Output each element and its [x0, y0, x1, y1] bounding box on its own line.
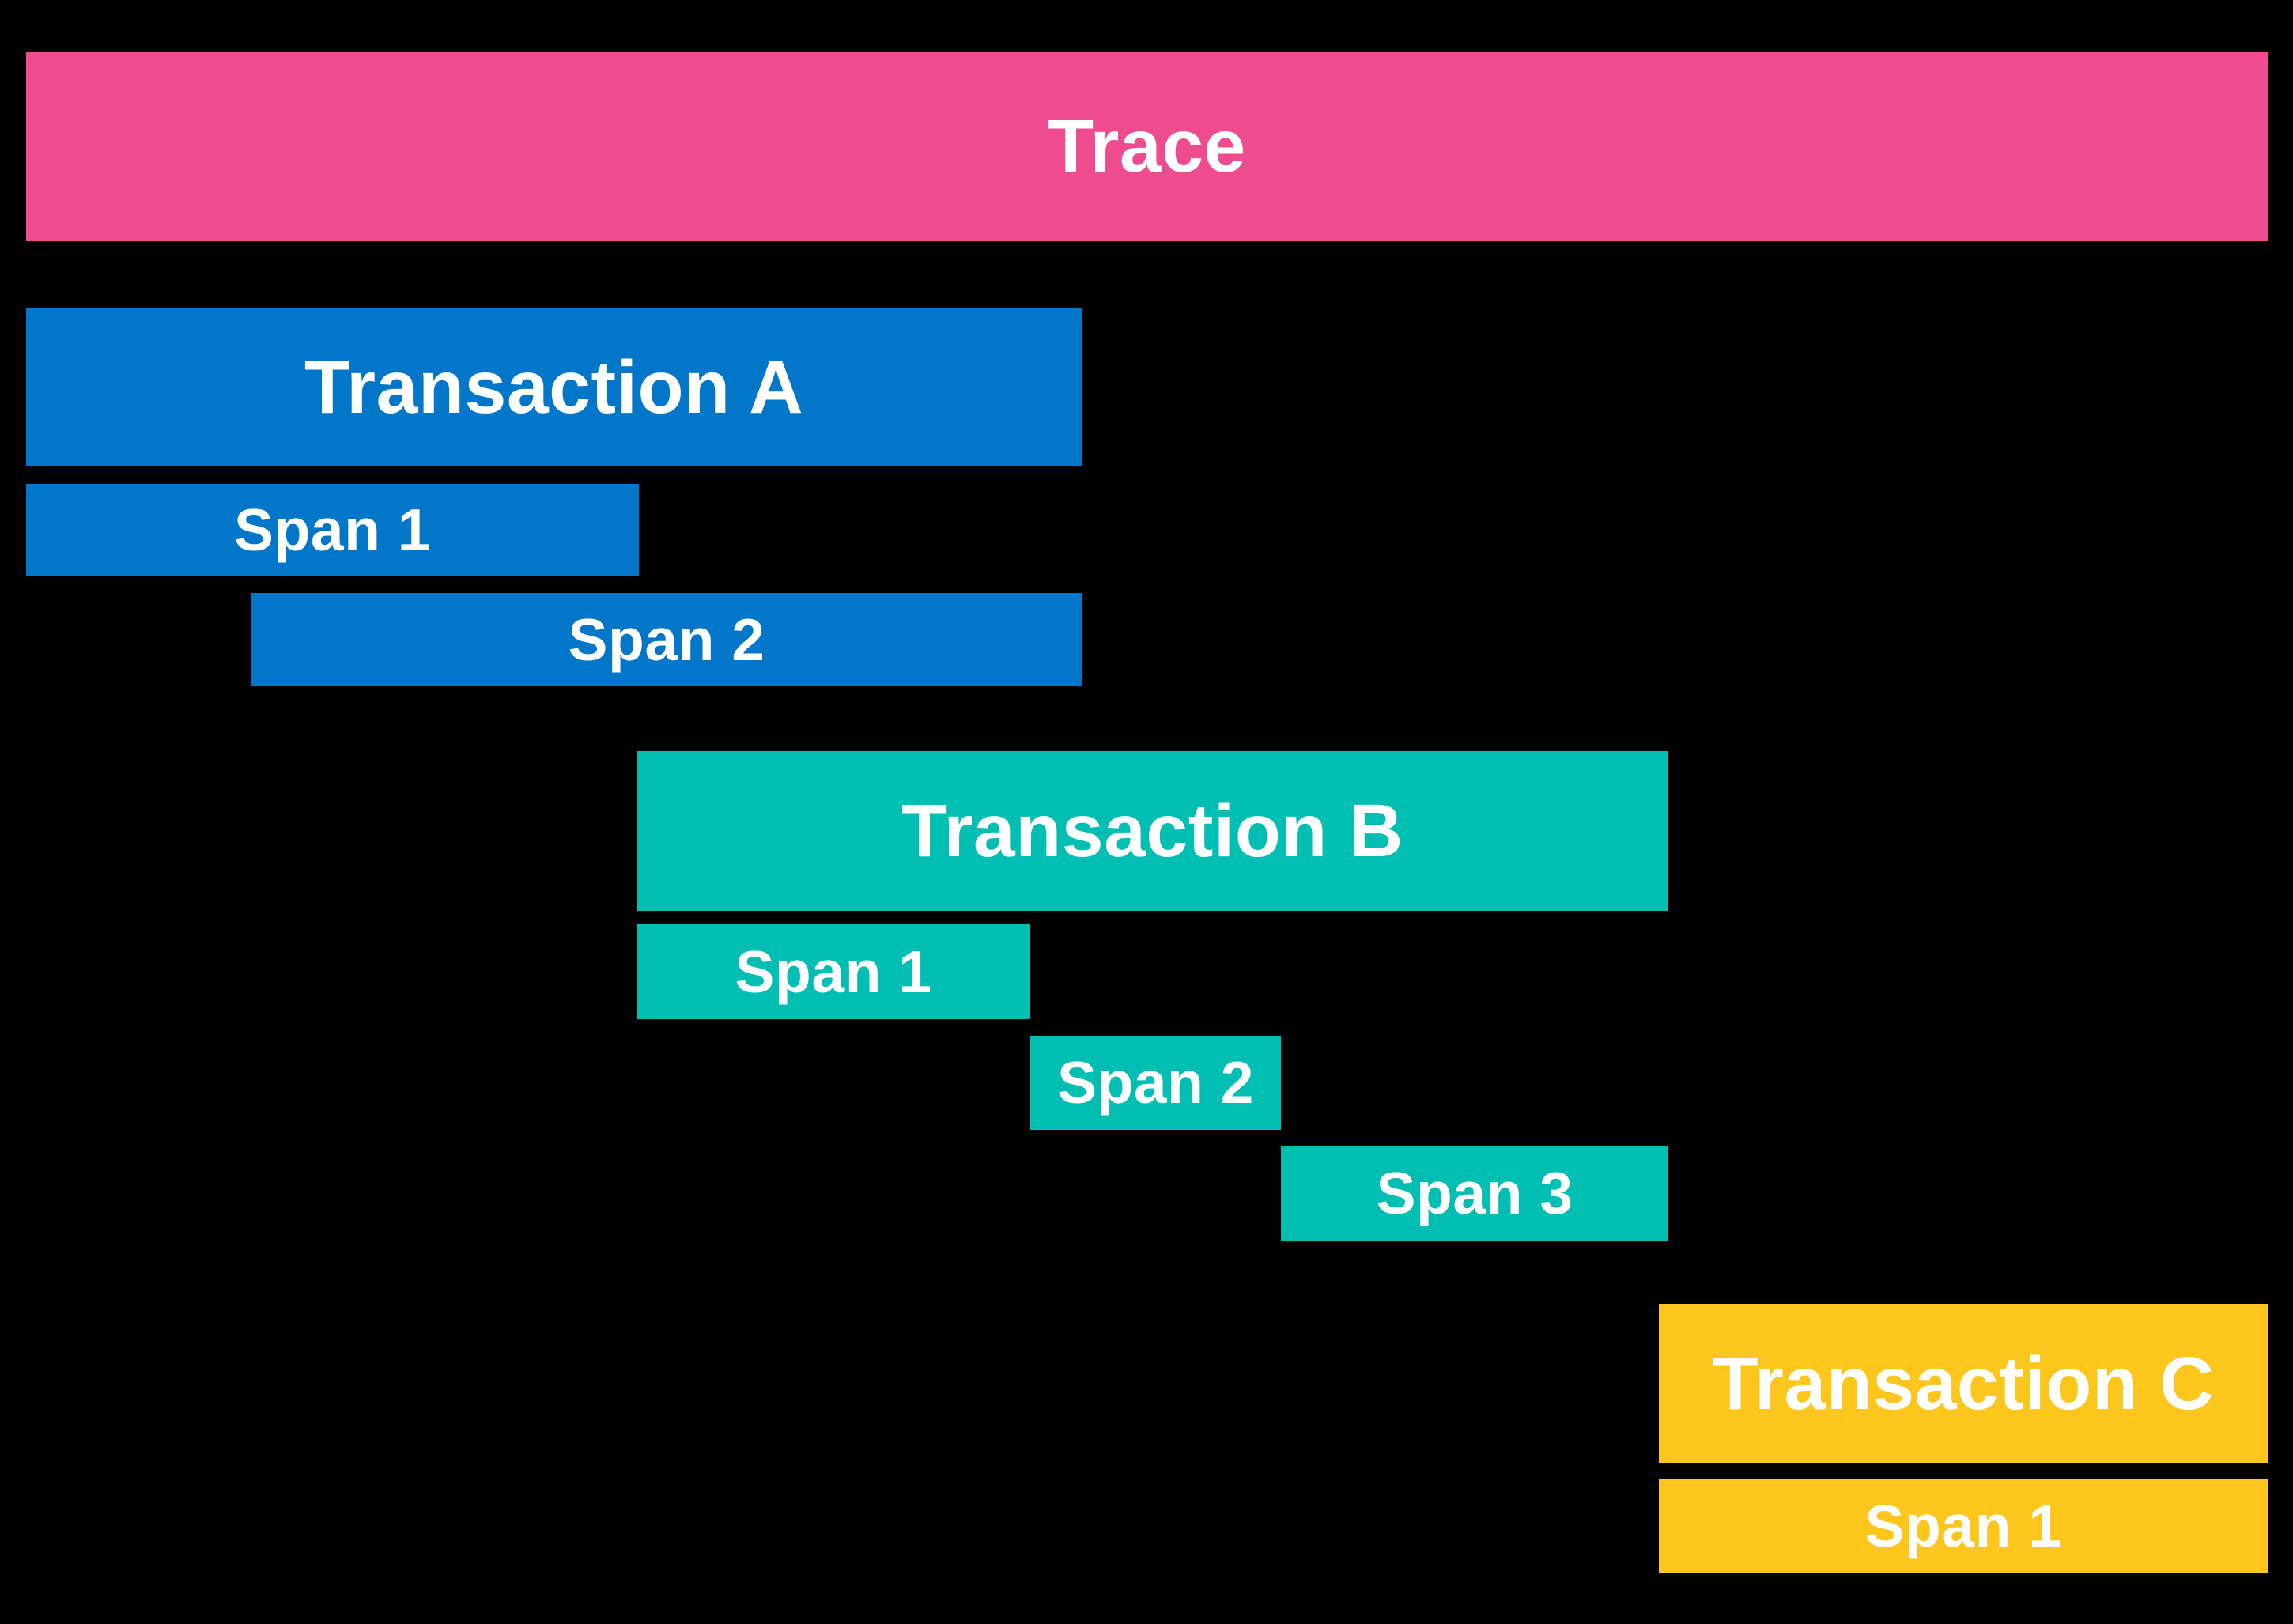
transaction-a-label: Transaction A: [304, 345, 804, 429]
trace-bar: Trace: [26, 52, 2268, 241]
transaction-b-span-3-bar: Span 3: [1281, 1146, 1668, 1241]
transaction-c-bar: Transaction C: [1659, 1304, 2268, 1463]
transaction-c-label: Transaction C: [1712, 1341, 2215, 1426]
trace-label: Trace: [1048, 104, 1246, 188]
transaction-a-span-2-label: Span 2: [568, 606, 765, 673]
transaction-b-span-2-label: Span 2: [1057, 1049, 1254, 1116]
transaction-b-label: Transaction B: [901, 788, 1403, 873]
transaction-b-bar: Transaction B: [637, 751, 1668, 911]
transaction-a-span-2-bar: Span 2: [251, 593, 1082, 686]
transaction-a-span-1-bar: Span 1: [26, 484, 639, 576]
transaction-c-span-1-bar: Span 1: [1659, 1479, 2268, 1573]
transaction-b-span-2-bar: Span 2: [1030, 1036, 1281, 1130]
transaction-b-span-1-label: Span 1: [735, 938, 932, 1005]
transaction-a-bar: Transaction A: [26, 308, 1082, 466]
transaction-a-span-1-label: Span 1: [234, 497, 431, 563]
transaction-b-span-1-bar: Span 1: [637, 924, 1030, 1019]
transaction-c-span-1-label: Span 1: [1864, 1492, 2062, 1559]
transaction-b-span-3-label: Span 3: [1376, 1160, 1573, 1226]
